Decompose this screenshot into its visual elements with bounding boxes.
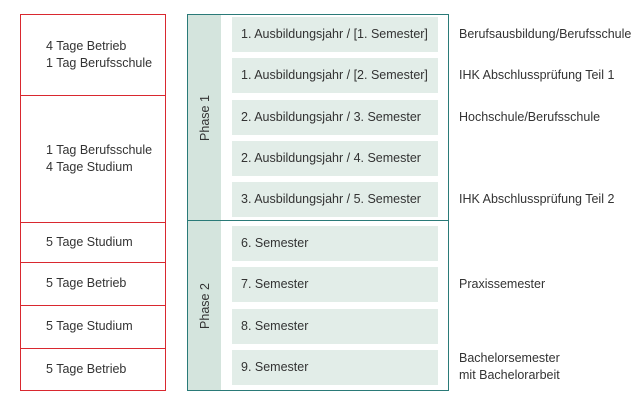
phase-1-column: Phase 1: [188, 15, 221, 220]
note-label: IHK Abschlussprüfung Teil 1: [459, 68, 615, 82]
divider: [21, 305, 165, 306]
semester-box: 3. Ausbildungsjahr / 5. Semester: [232, 182, 438, 217]
weekly-schedule-column: 4 Tage Betrieb 1 Tag Berufsschule 1 Tag …: [20, 14, 166, 391]
semester-box: 8. Semester: [232, 309, 438, 344]
schedule-line: 5 Tage Studium: [46, 319, 133, 333]
schedule-cell: 5 Tage Studium: [21, 305, 165, 348]
phase-1-label: Phase 1: [188, 15, 221, 220]
note-line: mit Bachelorarbeit: [459, 368, 560, 382]
phase-divider: [188, 220, 448, 221]
schedule-line: 5 Tage Betrieb: [46, 276, 127, 290]
schedule-cell: 4 Tage Betrieb 1 Tag Berufsschule: [21, 15, 165, 95]
note-label: Praxissemester: [459, 277, 546, 291]
divider: [21, 262, 165, 263]
note-label: IHK Abschlussprüfung Teil 2: [459, 192, 615, 206]
schedule-cell: 5 Tage Betrieb: [21, 348, 165, 390]
semester-box: 1. Ausbildungsjahr / [2. Semester]: [232, 58, 438, 93]
phase-label-text: Phase 2: [197, 282, 212, 329]
schedule-line: 1 Tag Berufsschule: [46, 56, 153, 70]
semester-box: 7. Semester: [232, 267, 438, 302]
semester-box: 1. Ausbildungsjahr / [1. Semester]: [232, 17, 438, 52]
schedule-line: 1 Tag Berufsschule: [46, 142, 153, 157]
semester-box: 2. Ausbildungsjahr / 4. Semester: [232, 141, 438, 176]
phase-2-column: Phase 2: [188, 221, 221, 390]
schedule-cell: 5 Tage Betrieb: [21, 262, 165, 305]
note-label: Bachelorsemester mit Bachelorarbeit: [459, 350, 560, 384]
schedule-line: 5 Tage Betrieb: [46, 361, 127, 376]
divider: [21, 348, 165, 349]
semester-box: 6. Semester: [232, 226, 438, 261]
divider: [21, 222, 165, 223]
divider: [21, 95, 165, 96]
note-line: Bachelorsemester: [459, 351, 560, 365]
schedule-line: 4 Tage Studium: [46, 159, 133, 174]
phase-2-label: Phase 2: [188, 221, 221, 390]
semester-box: 9. Semester: [232, 350, 438, 385]
note-label: Hochschule/Berufsschule: [459, 110, 601, 124]
phase-label-text: Phase 1: [197, 94, 212, 141]
schedule-cell: 5 Tage Studium: [21, 222, 165, 262]
semester-box: 2. Ausbildungsjahr / 3. Semester: [232, 100, 438, 135]
schedule-cell: 1 Tag Berufsschule 4 Tage Studium: [21, 95, 165, 222]
note-label: Berufsausbildung/Berufsschule: [459, 27, 632, 41]
phases-panel: Phase 1 Phase 2 1. Ausbildungsjahr / [1.…: [187, 14, 449, 391]
schedule-line: 5 Tage Studium: [46, 234, 133, 249]
schedule-line: 4 Tage Betrieb: [46, 39, 127, 53]
